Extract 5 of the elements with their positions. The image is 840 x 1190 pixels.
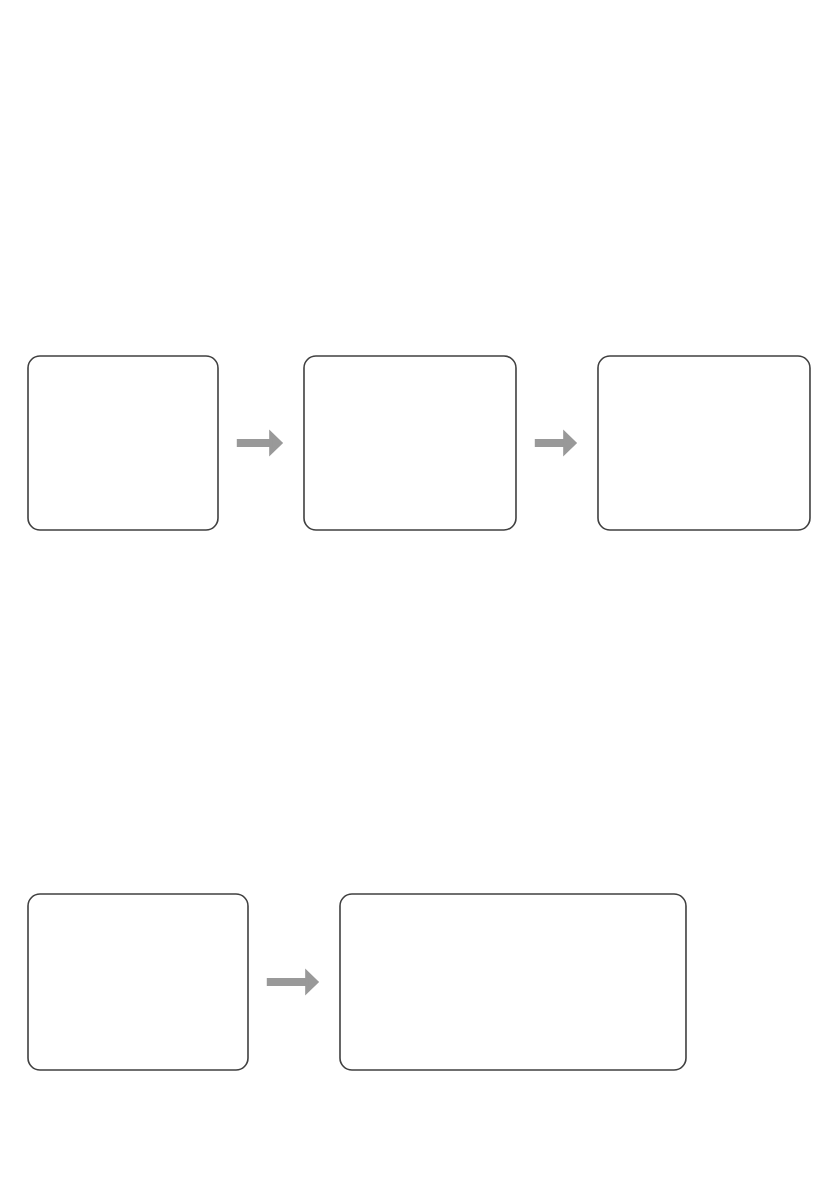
process-box (339, 893, 687, 1071)
process-box (27, 893, 249, 1071)
process-box (303, 355, 517, 531)
process-box (27, 355, 219, 531)
process-box (597, 355, 811, 531)
